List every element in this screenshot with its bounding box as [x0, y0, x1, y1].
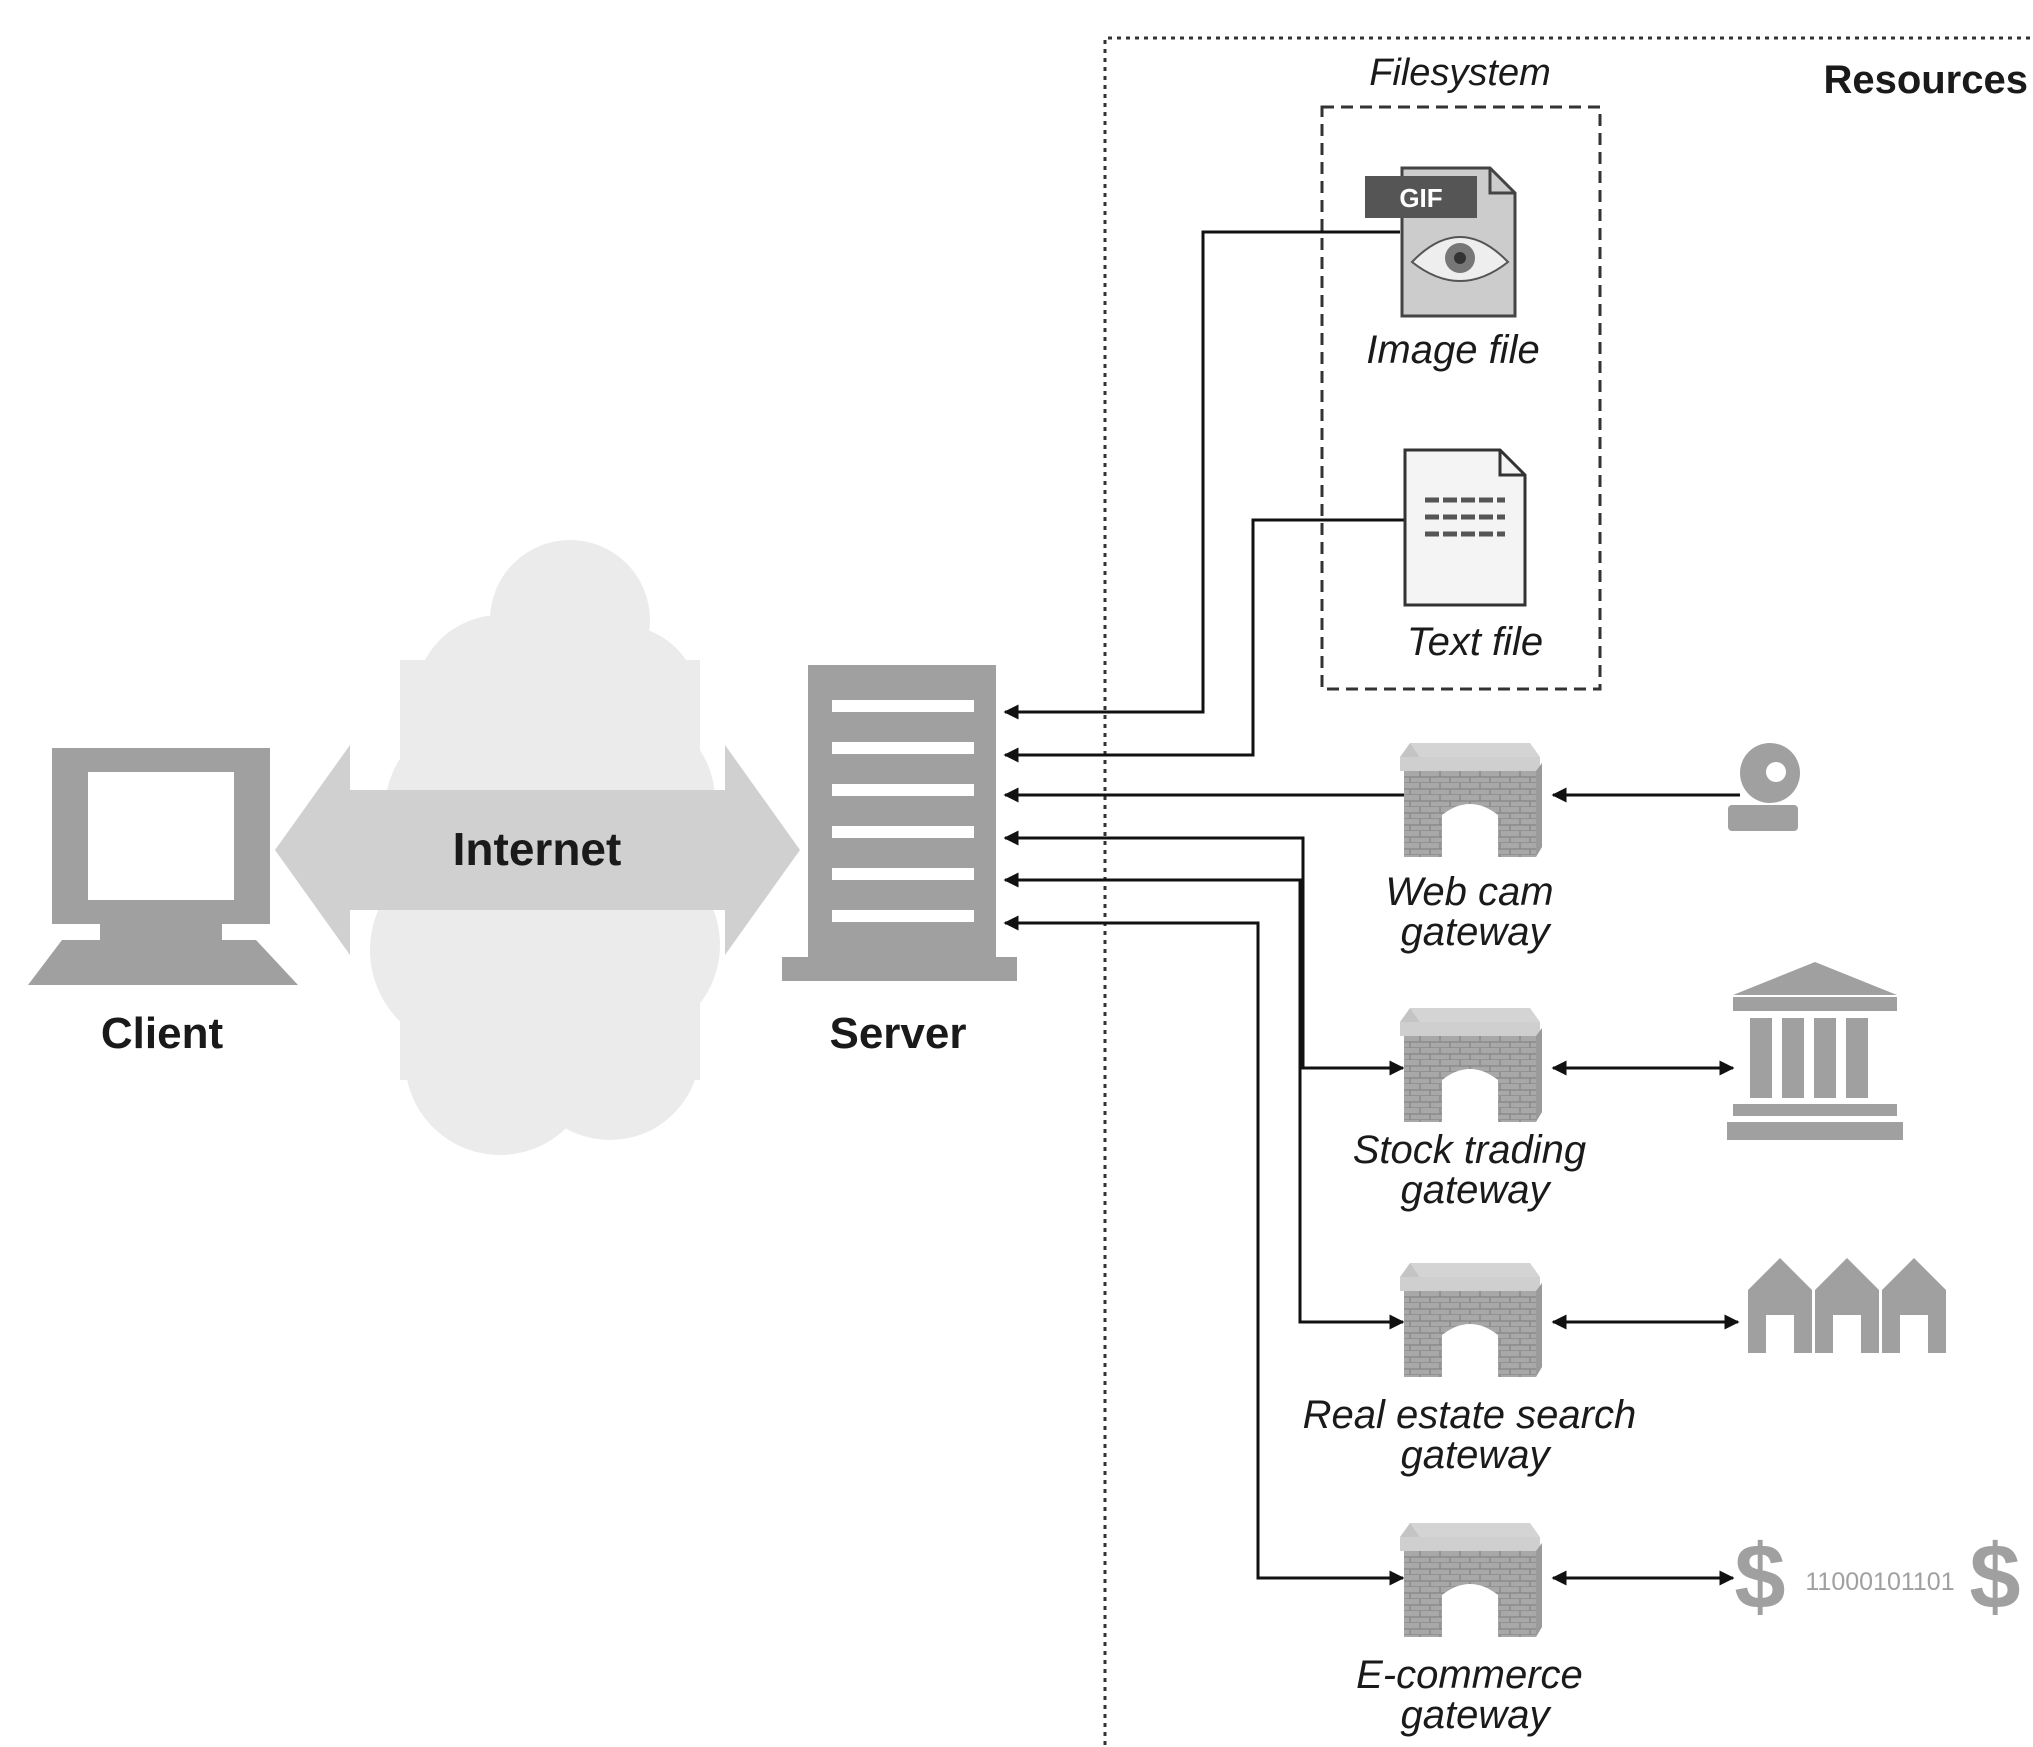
dollar-sign-icon: $	[1969, 1526, 2020, 1628]
internet-double-arrow	[275, 745, 800, 955]
connection-lines	[1003, 230, 1740, 1586]
filesystem-boundary	[1320, 105, 1602, 691]
text-file: Text file	[1403, 448, 1543, 664]
gateway-arch-icon	[1400, 1523, 1542, 1637]
server-rack-icon	[782, 665, 1017, 981]
text-file-label: Text file	[1407, 620, 1543, 664]
ecommerce-gateway-label: E-commerce gateway	[1356, 1653, 1594, 1737]
binary-digits: 11000101101	[1805, 1568, 1954, 1596]
server: Server	[782, 665, 1017, 1058]
dollar-sign-icon: $	[1734, 1526, 1785, 1628]
real-estate-gateway: Real estate search gateway	[1303, 1263, 1648, 1477]
gateway-arch-icon	[1400, 743, 1542, 857]
filesystem-label: Filesystem	[1369, 52, 1551, 94]
payment-icon: $ 11000101101 $	[1734, 1526, 2020, 1628]
server-label: Server	[829, 1009, 966, 1058]
gateway-arch-icon	[1400, 1263, 1542, 1377]
webcam-gateway: Web cam gateway	[1385, 743, 1564, 954]
internet-cloud: Internet	[275, 540, 800, 1155]
image-file: GIF Image file	[1365, 166, 1540, 372]
client-label: Client	[101, 1009, 224, 1058]
resources-boundary	[1103, 36, 2033, 1745]
houses-icon	[1748, 1258, 1946, 1353]
client-computer: Client	[28, 748, 298, 1058]
stock-trading-gateway-label: Stock trading gateway	[1353, 1128, 1598, 1212]
image-file-label: Image file	[1366, 328, 1539, 372]
ecommerce-gateway: E-commerce gateway	[1356, 1523, 1594, 1737]
webcam-icon	[1728, 743, 1800, 831]
monitor-icon	[28, 748, 298, 985]
bank-building-icon	[1727, 962, 1903, 1140]
webcam-gateway-label: Web cam gateway	[1385, 870, 1564, 954]
internet-label: Internet	[453, 823, 622, 875]
gif-tag-label: GIF	[1399, 183, 1442, 213]
resources-label: Resources	[1823, 58, 2028, 102]
gateway-arch-icon	[1400, 1008, 1542, 1122]
gif-image-file-icon: GIF	[1365, 166, 1517, 318]
stock-trading-gateway: Stock trading gateway	[1353, 1008, 1598, 1212]
real-estate-gateway-label: Real estate search gateway	[1303, 1393, 1648, 1477]
text-file-icon	[1403, 448, 1527, 607]
